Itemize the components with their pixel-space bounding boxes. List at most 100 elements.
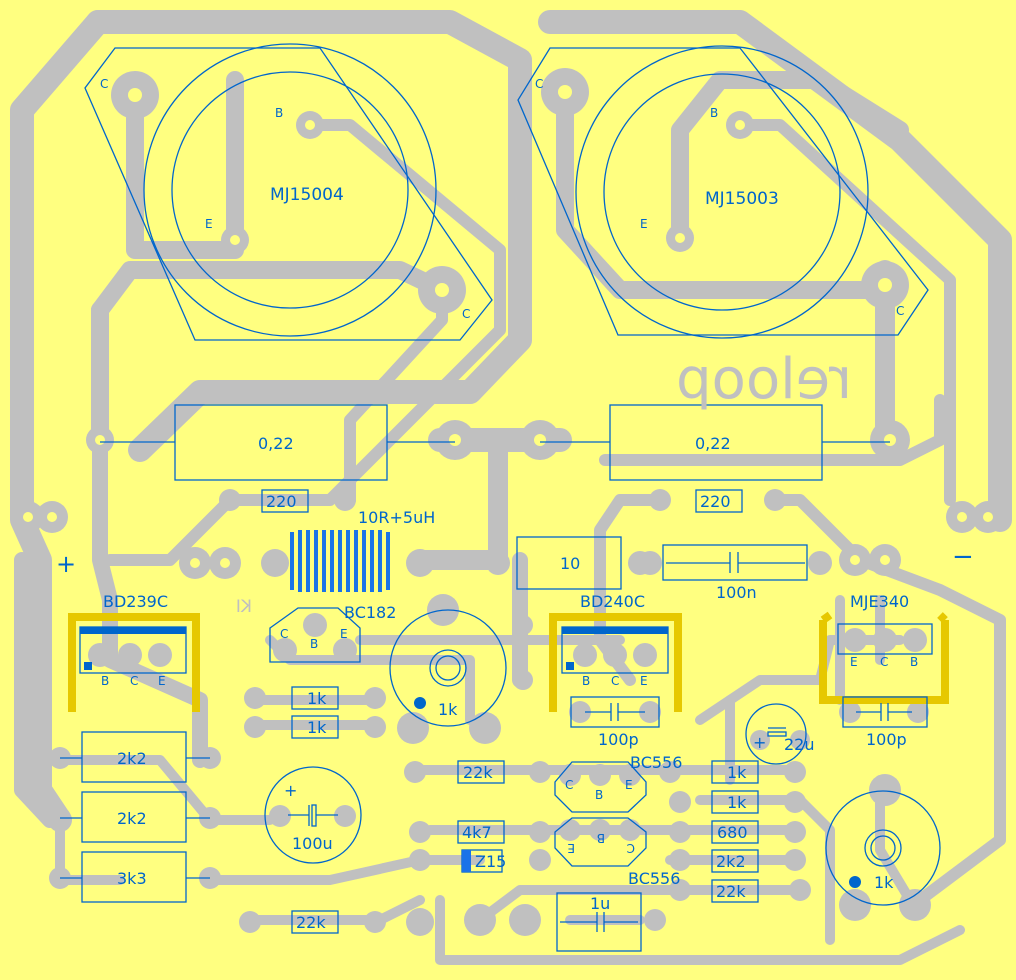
bc556-b-pin-e: E [567,841,575,855]
bd240c-pin-c: C [611,674,619,688]
bd240c-pin-b: B [582,674,590,688]
resistor-4k7: 4k7 [457,820,505,844]
bc182-pin-b: B [310,637,318,651]
resistor-1k-d: 1k [711,790,759,814]
resistor-2k2-c-label: 2k2 [716,852,746,871]
capacitor-100p-a-label: 100p [598,730,639,749]
mje340-pin-b: B [910,655,918,669]
bc556-b-pin-c: C [627,841,635,855]
zener-z15-label: Z15 [475,852,506,871]
resistor-022-left: 0,22 [100,404,455,481]
mje340-label: MJE340 [850,592,909,611]
resistor-1k-d-label: 1k [727,793,747,812]
bc556-b-label: BC556 [628,869,680,888]
capacitor-100p-a: 100p [570,696,660,749]
positive-supply-marker: + [56,550,76,578]
capacitor-100u-plus: + [284,781,297,800]
ki-marking: KI [236,597,252,617]
zener-z15: Z15 [461,849,506,873]
resistor-022-left-label: 0,22 [258,434,294,453]
pot-1k-left-label: 1k [438,700,458,719]
mj15004-pin-c2: C [462,307,470,321]
mj15003-pin-b: B [710,106,718,120]
bd239c-label: BD239C [103,592,168,611]
resistor-4k7-label: 4k7 [462,823,492,842]
resistor-1k-b-label: 1k [307,718,327,737]
capacitor-100n-label: 100n [716,583,757,602]
capacitor-1u: 1u [556,892,642,952]
bd240c-label: BD240C [580,592,645,611]
bd239c-pin-b: B [101,674,109,688]
resistor-22k-c: 22k [291,910,339,934]
resistor-1k-a: 1k [291,686,339,710]
resistor-3k3-label: 3k3 [117,869,147,888]
bd239c-pin-c: C [130,674,138,688]
mj15003-label: MJ15003 [705,189,779,209]
mj15003-pin-c2: C [896,304,904,318]
resistor-22k-b: 22k [711,879,759,903]
resistor-1k-a-label: 1k [307,689,327,708]
bc556-a-pin-b: B [595,788,603,802]
bd239c-pin-e: E [158,674,166,688]
pot-1k-right-label: 1k [874,873,894,892]
resistor-022-right-label: 0,22 [695,434,731,453]
mj15004-pin-c1: C [100,77,108,91]
resistor-2k2-a: 2k2 [60,731,210,783]
resistor-22k-a: 22k [457,760,505,784]
resistor-220-right-label: 220 [700,492,731,511]
resistor-220-right: 220 [695,489,743,513]
transistor-bd240c: BD240C B C E [549,592,682,712]
potentiometer-1k-left: 1k [389,609,507,727]
inductor-10r-5uh: 10R+5uH [290,508,435,592]
resistor-1k-b: 1k [291,715,339,739]
resistor-1k-c-label: 1k [727,763,747,782]
resistor-10: 10 [516,536,622,590]
bc182-pin-c: C [280,627,288,641]
resistor-2k2-b-label: 2k2 [117,809,147,828]
bc556-a-pin-c: C [565,778,573,792]
transistor-bc182: BC182 C B E [269,603,396,663]
mje340-pin-e: E [850,655,858,669]
resistor-2k2-b: 2k2 [60,791,210,843]
bc556-a-label: BC556 [630,753,682,772]
bc182-pin-e: E [340,627,348,641]
mj15003-pin-e: E [640,217,648,231]
resistor-22k-b-label: 22k [716,882,746,901]
capacitor-100p-b: 100p [842,696,928,749]
mje340-pin-c: C [880,655,888,669]
silkscreen: MJ15004 C B E C MJ15003 C B E C 0,22 [56,43,974,952]
transistor-bd239c: BD239C B C E [68,592,200,712]
brand-mark: reloop [676,347,852,412]
transistor-mj15004: MJ15004 C B E C [84,43,493,341]
mj15004-pin-e: E [205,217,213,231]
resistor-1k-c: 1k [711,760,759,784]
transistor-mj15003: MJ15003 C B E C [517,45,929,339]
bd240c-pin-e: E [640,674,648,688]
capacitor-100u-label: 100u [292,834,333,853]
resistor-022-right: 0,22 [540,404,890,481]
resistor-680: 680 [711,820,759,844]
mj15003-pin-c1: C [535,77,543,91]
resistor-2k2-a-label: 2k2 [117,749,147,768]
potentiometer-1k-right: 1k [825,790,941,906]
resistor-22k-a-label: 22k [463,763,493,782]
transistor-mje340: MJE340 E C B [819,592,949,704]
capacitor-1u-label: 1u [590,894,610,913]
transistor-bc556-b: BC556 E B C [554,817,680,888]
resistor-2k2-c: 2k2 [711,849,759,873]
capacitor-100n: 100n [662,544,808,602]
mj15004-pin-b: B [275,106,283,120]
inductor-label: 10R+5uH [358,508,435,527]
resistor-220-left-label: 220 [266,492,297,511]
copper-pads [12,68,1004,936]
copper-tracks [10,10,1012,965]
resistor-680-label: 680 [717,823,748,842]
bc556-b-pin-b: B [597,831,605,845]
mj15004-label: MJ15004 [270,185,344,205]
bc182-label: BC182 [344,603,396,622]
capacitor-100p-b-label: 100p [866,730,907,749]
resistor-220-left: 220 [261,489,309,513]
capacitor-22u: + 22u [745,703,815,765]
resistor-3k3: 3k3 [60,851,210,903]
